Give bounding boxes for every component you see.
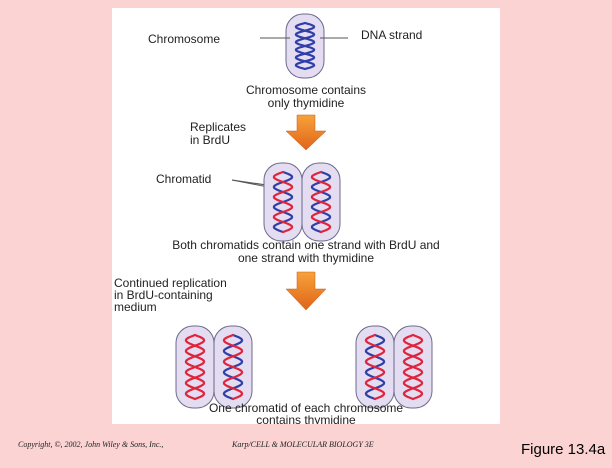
down-arrow-2	[285, 271, 327, 311]
down-arrow-1	[285, 114, 327, 151]
dna-strand-thymidine-2	[294, 21, 316, 71]
stage-2-chromatid-left	[263, 162, 303, 242]
step-1-line-1: Replicates	[190, 120, 246, 134]
dna-strand-brdu-2	[402, 333, 424, 401]
caption-3-line-2: contains thymidine	[256, 413, 356, 424]
step-2-line-2: in BrdU-containing	[114, 288, 213, 302]
brdu-replication-diagram: Chromosome DNA strand Chromosome contain…	[114, 13, 440, 427]
stage-3-chromosome-right-chromatid-1	[355, 325, 395, 409]
stage-1-chromosome	[285, 13, 325, 79]
chromatid-label: Chromatid	[156, 172, 211, 186]
copyright-notice: Copyright, ©, 2002, John Wiley & Sons, I…	[18, 440, 164, 449]
caption-2-line-1: Both chromatids contain one strand with …	[172, 238, 439, 252]
caption-1-line-2: only thymidine	[268, 96, 345, 110]
dna-strand-brdu	[222, 333, 244, 401]
stage-3-chromosome-left-chromatid-2	[213, 325, 253, 409]
step-2-line-3: medium	[114, 300, 157, 314]
dna-strand-brdu	[310, 170, 332, 234]
dna-strand-brdu-2	[184, 333, 206, 401]
caption-2-line-2: one strand with thymidine	[238, 251, 374, 265]
dna-strand-brdu	[272, 170, 294, 234]
stage-2-chromatid-right	[301, 162, 341, 242]
figure-label: Figure 13.4a	[521, 441, 606, 458]
stage-3-chromosome-left-chromatid-1	[175, 325, 215, 409]
step-1-line-2: in BrdU	[190, 133, 230, 147]
figure-panel: Chromosome DNA strand Chromosome contain…	[112, 8, 500, 427]
dna-strand-brdu	[364, 333, 386, 401]
stage-3-chromosome-right-chromatid-2	[393, 325, 433, 409]
step-2-line-1: Continued replication	[114, 276, 227, 290]
caption-3-line-1: One chromatid of each chromosome	[209, 401, 403, 415]
chromosome-label: Chromosome	[148, 32, 220, 46]
dna-strand-label: DNA strand	[361, 28, 422, 42]
book-title: Karp/CELL & MOLECULAR BIOLOGY 3E	[232, 440, 374, 449]
caption-1-line-1: Chromosome contains	[246, 83, 366, 97]
